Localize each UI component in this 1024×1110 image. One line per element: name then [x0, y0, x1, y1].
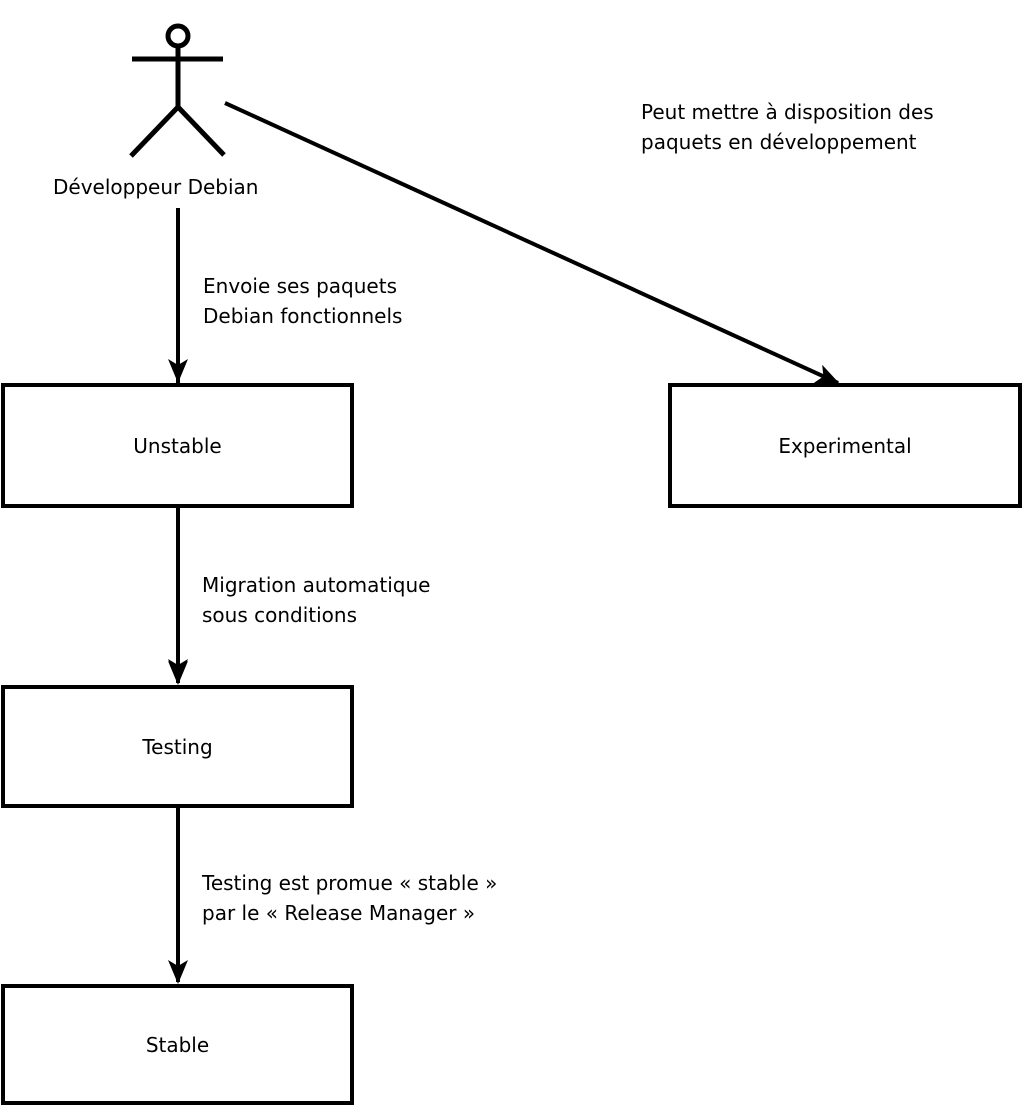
edge-label-line: Peut mettre à disposition des — [641, 100, 934, 124]
edge-label-line: Debian fonctionnels — [203, 304, 403, 328]
arrow-dev-to-experimental — [224, 101, 840, 385]
node-stable: Stable — [1, 984, 354, 1105]
node-experimental: Experimental — [668, 383, 1022, 508]
node-testing-label: Testing — [142, 734, 213, 759]
edge-label-line: Testing est promue « stable » — [202, 871, 498, 895]
developer-stick-figure-icon — [129, 23, 226, 158]
actor-label: Développeur Debian — [53, 175, 259, 199]
edge-label-line: Envoie ses paquets — [203, 274, 397, 298]
edge-label-dev-to-experimental: Peut mettre à disposition des paquets en… — [641, 97, 934, 157]
node-experimental-label: Experimental — [778, 433, 912, 458]
edge-label-unstable-to-testing: Migration automatique sous conditions — [202, 570, 430, 630]
node-testing: Testing — [1, 685, 354, 808]
edge-label-dev-to-unstable: Envoie ses paquets Debian fonctionnels — [203, 271, 402, 331]
figure-left-leg — [129, 105, 180, 158]
edge-label-line: paquets en développement — [641, 130, 917, 154]
node-unstable: Unstable — [1, 383, 354, 508]
edge-label-testing-to-stable: Testing est promue « stable » par le « R… — [202, 868, 497, 928]
node-unstable-label: Unstable — [133, 433, 222, 458]
edge-label-line: sous conditions — [202, 603, 357, 627]
figure-right-leg — [176, 105, 226, 157]
figure-head — [165, 23, 191, 49]
edge-label-line: Migration automatique — [202, 573, 431, 597]
node-stable-label: Stable — [145, 1032, 210, 1057]
edge-label-line: par le « Release Manager » — [202, 901, 476, 925]
